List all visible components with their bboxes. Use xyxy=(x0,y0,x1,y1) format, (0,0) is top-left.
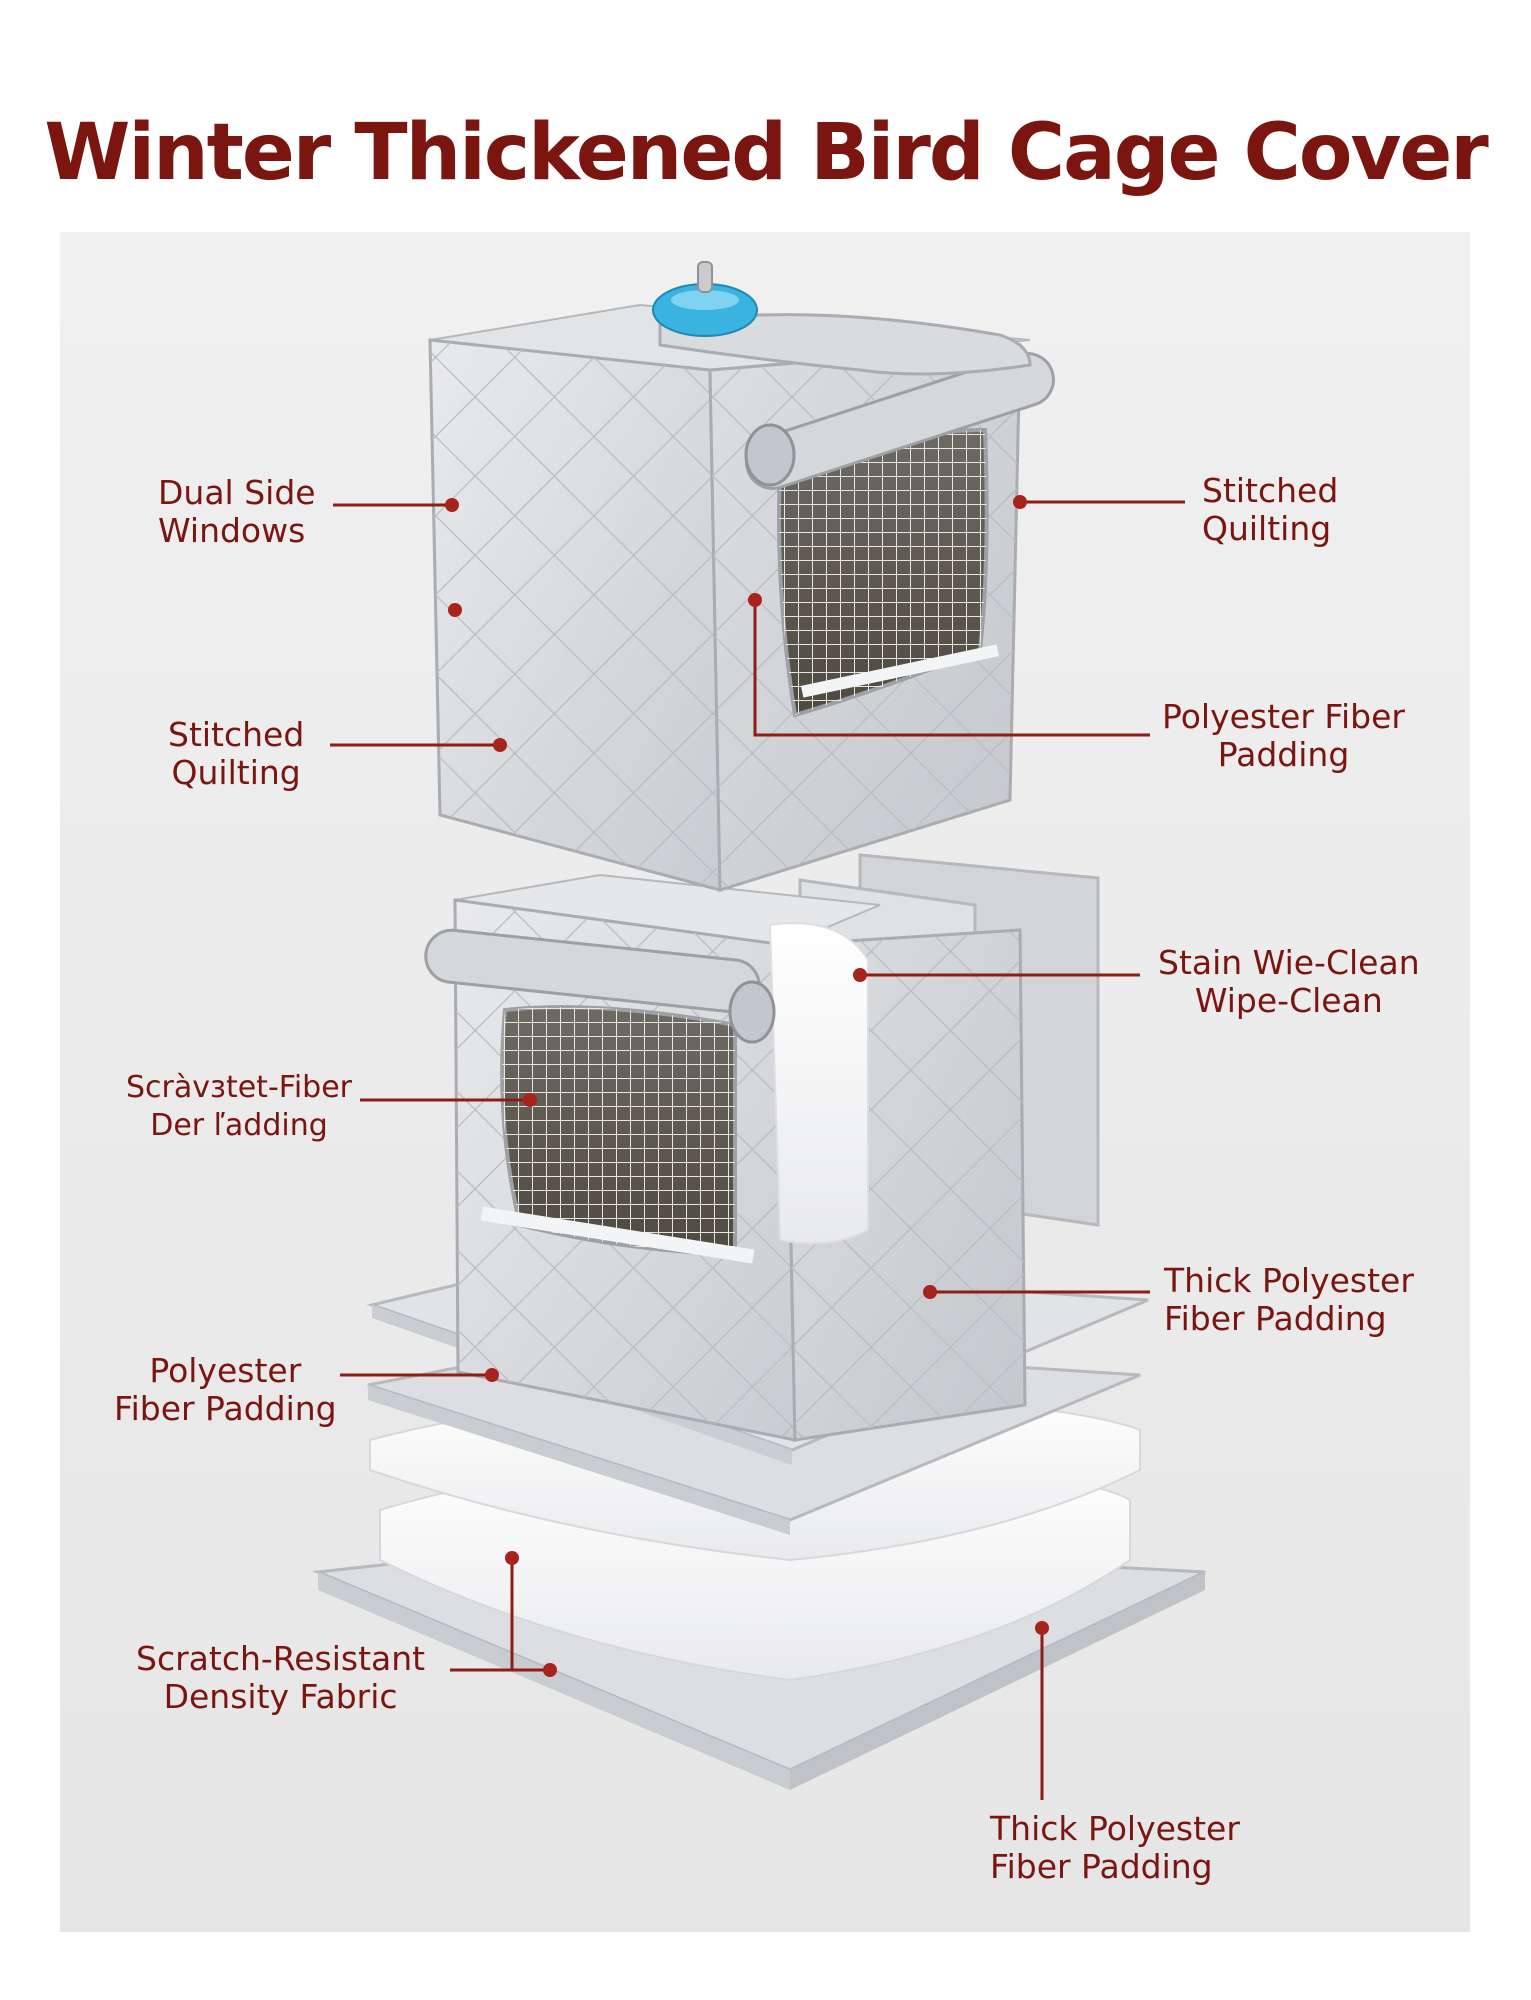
leader-stitched-quilting-right xyxy=(1013,495,1185,509)
leader-stitched-quilting-left xyxy=(330,738,507,752)
leader-thick-polyester-right xyxy=(923,1285,1150,1299)
leader-stain-wipe-clean xyxy=(853,968,1140,982)
leader-polyester-fiber-padding-top xyxy=(748,593,1150,737)
leader-thick-polyester-bottom xyxy=(1035,1621,1049,1800)
leader-polyester-fiber-padding-left xyxy=(340,1368,499,1382)
upper-cage-cover xyxy=(428,261,1055,893)
page-title: Winter Thickened Bird Cage Cover xyxy=(44,108,1488,198)
leader-scratch-resistant xyxy=(450,1551,557,1677)
leader-scratch-fiber xyxy=(360,1093,537,1107)
lower-cage-cover xyxy=(424,853,1100,1442)
leader-dual-side-windows xyxy=(333,498,462,617)
